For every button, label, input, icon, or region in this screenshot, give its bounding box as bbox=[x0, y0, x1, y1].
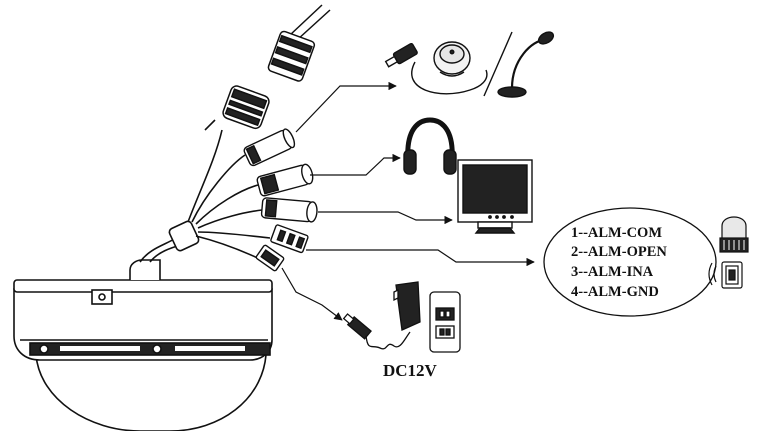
power-label: DC12V bbox=[383, 361, 438, 380]
alarm-pin-2: 2--ALM-OPEN bbox=[571, 244, 667, 260]
dome-camera bbox=[13, 259, 273, 431]
arrow-to-headphones bbox=[310, 153, 401, 176]
microphone-icon bbox=[384, 31, 555, 98]
alarm-pin-3: 3--ALM-INA bbox=[571, 264, 654, 280]
monitor-icon bbox=[457, 159, 533, 234]
alarm-pin-1: 1--ALM-COM bbox=[571, 225, 662, 241]
power-adapter-icon bbox=[342, 281, 461, 353]
connection-lines bbox=[281, 81, 535, 321]
cable-bundle bbox=[139, 119, 271, 263]
arrow-to-alarm bbox=[306, 249, 535, 267]
arrow-to-monitor bbox=[318, 211, 453, 225]
alarm-pin-4: 4--ALM-GND bbox=[571, 284, 659, 300]
arrow-to-microphone bbox=[295, 81, 397, 133]
alarm-terminal: 1--ALM-COM 2--ALM-OPEN 3--ALM-INA 4--ALM… bbox=[543, 207, 717, 317]
network-connector bbox=[222, 4, 331, 130]
headphones-icon bbox=[403, 117, 457, 175]
alarm-siren-icon bbox=[719, 216, 749, 253]
arrow-to-power bbox=[281, 267, 343, 321]
alarm-sensor-icon bbox=[708, 261, 743, 289]
cable-connectors bbox=[243, 128, 318, 272]
